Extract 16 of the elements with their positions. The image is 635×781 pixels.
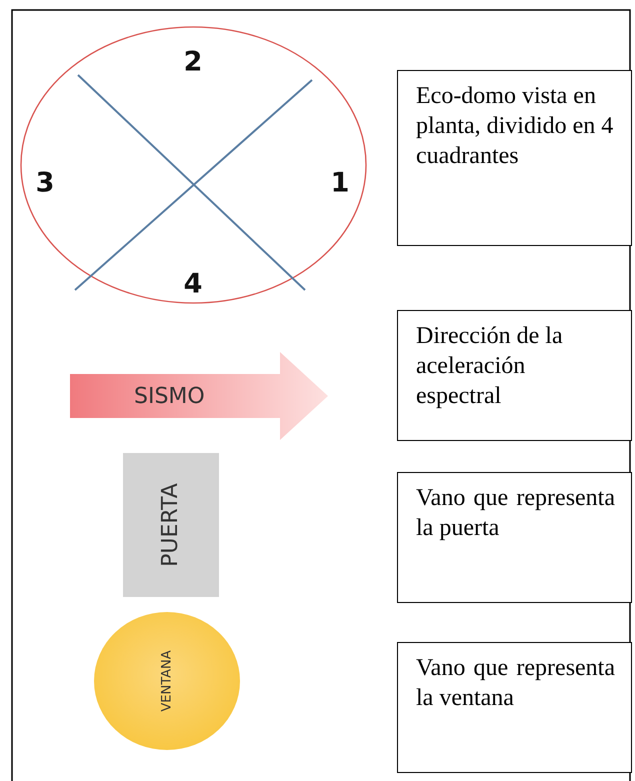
quadrant-number: 3 <box>36 170 54 196</box>
quadrant-number: 1 <box>330 170 350 196</box>
arrow-label: SISMO <box>134 386 205 408</box>
description-text: Vano que representa la puerta <box>416 484 615 543</box>
text-box <box>397 642 632 773</box>
text-box <box>397 472 632 603</box>
text-box <box>397 310 632 441</box>
description-text: Dirección de la aceleración espectral <box>416 322 564 411</box>
window-label: VENTANA <box>160 650 174 712</box>
description-text: Vano que representa la ventana <box>416 654 615 713</box>
door-rectangle <box>123 453 219 597</box>
door-label: PUERTA <box>160 483 182 567</box>
quadrant-number: 2 <box>184 48 202 76</box>
description-text: Eco-domo vista en planta, dividido en 4 cuadrantes <box>416 82 614 171</box>
quadrant-number: 4 <box>184 270 202 298</box>
text-box <box>397 70 632 246</box>
